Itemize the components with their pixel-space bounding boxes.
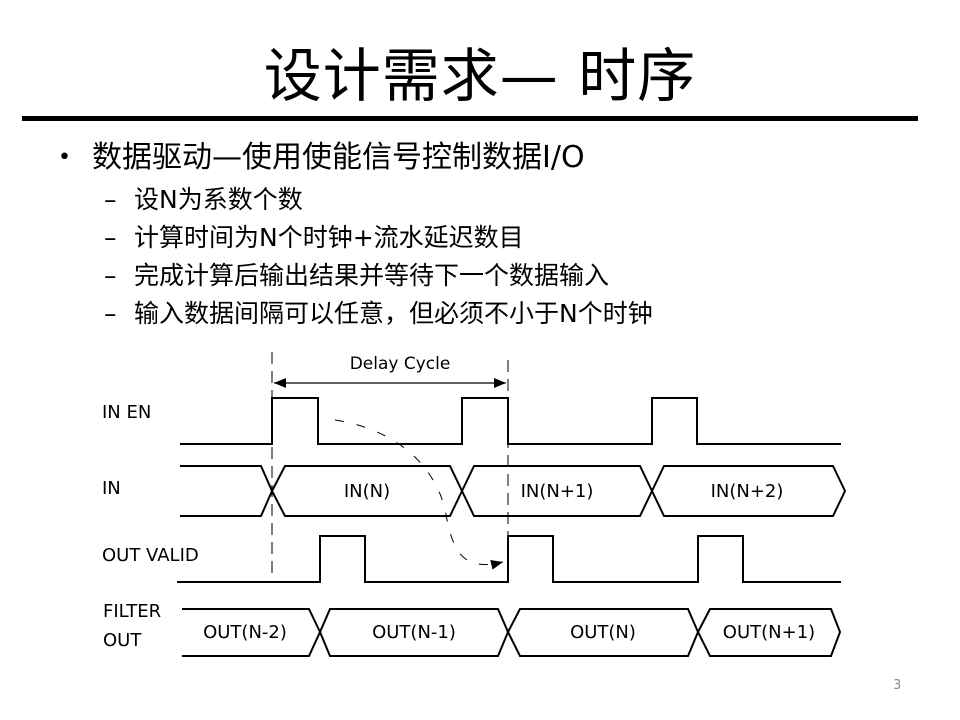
sub-bullet-item: –设N为系数个数 [104,181,653,219]
signal-label-filter-out-line1: FILTER [103,601,161,622]
in-en-waveform [180,397,841,445]
sub-bullet-text: 设N为系数个数 [134,185,303,214]
signal-label-out-valid: OUT VALID [102,545,199,566]
sub-bullet-list: –设N为系数个数 –计算时间为N个时钟+流水延迟数目 –完成计算后输出结果并等待… [104,181,653,333]
signal-label-in: IN [102,478,121,499]
filter-out-bus-label: OUT(N+1) [723,622,815,643]
bullet-marker: • [58,145,71,170]
bullet-item: • 数据驱动—使用使能信号控制数据I/O [58,138,585,178]
in-bus-label: IN(N+1) [521,481,594,502]
dash-marker: – [104,223,117,252]
in-bus-label: IN(N+2) [711,481,784,502]
dash-marker: – [104,261,117,290]
dashed-curved-arrow-icon [334,419,504,570]
signal-label-filter-out-line2: OUT [103,630,142,651]
filter-out-bus-segment [696,608,842,657]
signal-label-in-en: IN EN [102,402,151,423]
out-valid-waveform [177,535,841,583]
in-bus-label: IN(N) [344,481,390,502]
sub-bullet-item: –完成计算后输出结果并等待下一个数据输入 [104,257,653,295]
delay-cycle-label: Delay Cycle [350,354,451,374]
sub-bullet-text: 计算时间为N个时钟+流水延迟数目 [134,223,524,252]
sub-bullet-item: –计算时间为N个时钟+流水延迟数目 [104,219,653,257]
filter-out-bus-label: OUT(N-2) [203,622,287,643]
sub-bullet-text: 完成计算后输出结果并等待下一个数据输入 [134,261,610,290]
filter-out-bus-label: OUT(N-1) [372,622,456,643]
sub-bullet-text: 输入数据间隔可以任意，但必须不小于N个时钟 [134,299,653,328]
filter-out-bus-label: OUT(N) [570,622,636,643]
page-number: 3 [893,678,902,693]
in-bus-segment-prev [180,465,274,517]
in-bus [180,465,847,517]
dash-marker: – [104,299,117,328]
title-rule [22,116,918,121]
dash-marker: – [104,185,117,214]
slide-title: 设计需求— 时序 [263,42,697,110]
sub-bullet-item: –输入数据间隔可以任意，但必须不小于N个时钟 [104,295,653,333]
in-bus-segment [650,465,847,517]
bullet-text: 数据驱动—使用使能信号控制数据I/O [92,140,585,175]
filter-out-bus [182,608,842,657]
